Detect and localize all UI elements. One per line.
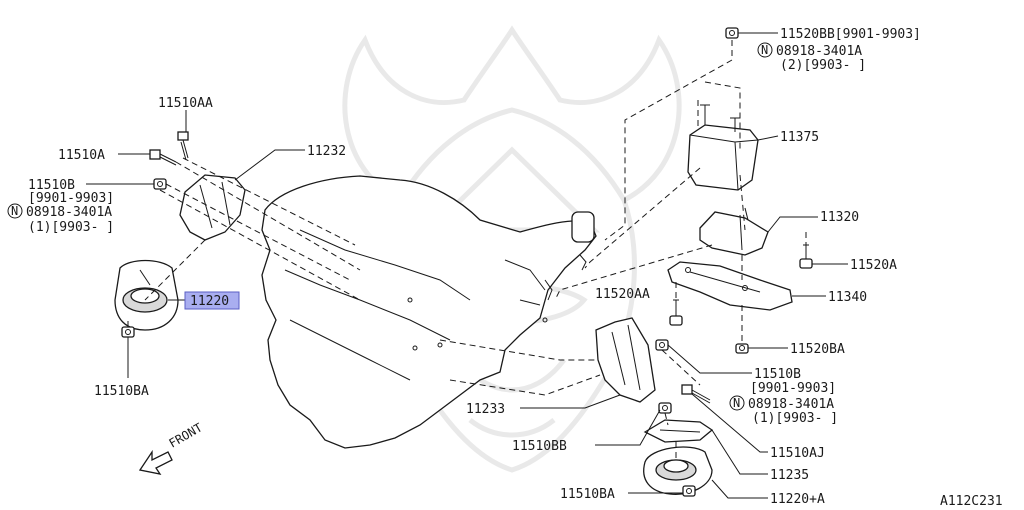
engine-mount-bracket-11233 <box>595 317 656 403</box>
nut-11510B-left-icon <box>153 178 167 190</box>
label-11510BA-bottom[interactable]: 11510BA <box>560 487 615 502</box>
label-11510B-right-qty: (1)[9903- ] <box>752 411 838 426</box>
front-label: FRONT <box>167 420 205 450</box>
label-11510B-left[interactable]: 11510B <box>28 178 75 193</box>
label-11510B-left-std-prefix: N <box>11 204 18 218</box>
label-11510B-left-qty: (1)[9903- ] <box>28 220 114 235</box>
nut-11510B-right-icon <box>655 339 669 351</box>
nut-11520BA-icon <box>735 343 749 354</box>
label-11510A[interactable]: 11510A <box>58 148 105 163</box>
rear-mount-insulator-11375 <box>687 104 759 191</box>
label-11220[interactable]: 11220 <box>190 294 229 309</box>
selected-part-highlight[interactable] <box>184 291 240 310</box>
bolt-11510AA-icon <box>177 131 189 161</box>
heat-shield-11235 <box>643 419 714 443</box>
nut-11510BB-icon <box>658 402 672 414</box>
std-part-marker-icon <box>729 395 745 411</box>
label-11520BA[interactable]: 11520BA <box>790 342 845 357</box>
bolt-11510A-icon <box>149 149 177 166</box>
leader-lines <box>86 32 848 499</box>
engine-mount-bracket-11232 <box>179 174 246 241</box>
crossmember-11340 <box>667 261 793 311</box>
rear-mount-11320 <box>699 207 769 256</box>
diagram-code: A112C231 <box>940 494 1003 509</box>
label-11340[interactable]: 11340 <box>828 290 867 305</box>
label-11520BB-std-prefix: N <box>761 43 768 57</box>
label-11375[interactable]: 11375 <box>780 130 819 145</box>
engine-block <box>261 175 597 449</box>
label-11510BA-left[interactable]: 11510BA <box>94 384 149 399</box>
label-11510B-right-std-prefix: N <box>733 396 740 410</box>
engine-mount-insulator-11220 <box>114 259 179 331</box>
label-11235[interactable]: 11235 <box>770 468 809 483</box>
engine-mount-insulator-11220A <box>643 446 713 495</box>
label-11510AA[interactable]: 11510AA <box>158 96 213 111</box>
label-11510B-right-range: [9901-9903] <box>750 381 836 396</box>
nut-11510BA-bottom-icon <box>682 485 696 497</box>
label-11520AA[interactable]: 11520AA <box>595 287 650 302</box>
label-11510AJ[interactable]: 11510AJ <box>770 446 825 461</box>
label-11520BB-std[interactable]: 08918-3401A <box>776 44 862 59</box>
label-11232[interactable]: 11232 <box>307 144 346 159</box>
bolt-11510AJ-icon <box>681 384 711 404</box>
nut-11510BA-left-icon <box>121 326 135 338</box>
label-11510B-left-std[interactable]: 08918-3401A <box>26 205 112 220</box>
label-11220A[interactable]: 11220+A <box>770 492 825 507</box>
label-11233[interactable]: 11233 <box>466 402 505 417</box>
label-11510BB[interactable]: 11510BB <box>512 439 567 454</box>
nut-11520BB-icon <box>725 27 739 39</box>
front-direction-arrow <box>138 449 173 475</box>
label-11510B-left-range: [9901-9903] <box>28 191 114 206</box>
std-part-marker-icon <box>7 203 23 219</box>
label-11510B-right[interactable]: 11510B <box>754 367 801 382</box>
alignment-lines <box>127 40 807 460</box>
label-11510B-right-std[interactable]: 08918-3401A <box>748 397 834 412</box>
std-part-marker-icon <box>757 42 773 58</box>
bolt-11520A-icon <box>799 244 813 269</box>
label-11520BB-qty: (2)[9903- ] <box>780 58 866 73</box>
label-11520A[interactable]: 11520A <box>850 258 897 273</box>
label-11520BB[interactable]: 11520BB[9901-9903] <box>780 27 921 42</box>
label-11320[interactable]: 11320 <box>820 210 859 225</box>
